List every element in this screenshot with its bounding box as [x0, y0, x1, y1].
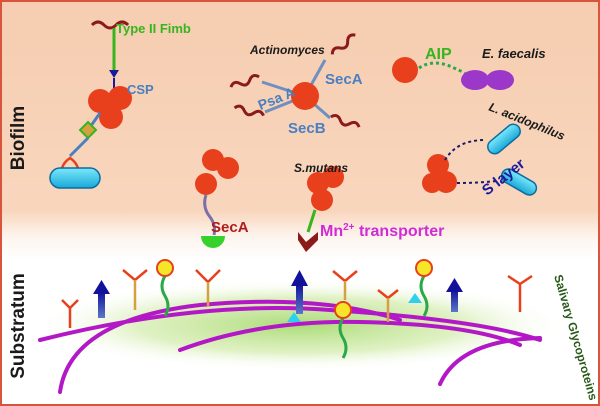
slayer-cluster: [422, 123, 538, 196]
receptor-y-4: [332, 270, 358, 300]
label-secb: SecB: [288, 120, 326, 137]
label-smutans: S.mutans: [294, 161, 348, 175]
triangle-1: [287, 312, 301, 322]
label-seca-mid: SecA: [211, 219, 249, 236]
glycoprotein-2: [334, 301, 352, 359]
smutans-cluster: [298, 166, 344, 252]
label-csp: CSP: [127, 82, 154, 97]
receptor-y-1: [61, 299, 79, 328]
actinomyces-cluster: [229, 33, 361, 128]
region-label-biofilm: Biofilm: [8, 106, 29, 170]
transport-arrow-3: [446, 278, 463, 312]
transport-arrow-2: [291, 270, 308, 314]
label-efaecalis: E. faecalis: [482, 46, 546, 61]
label-seca-top: SecA: [325, 71, 363, 88]
triangle-2: [408, 293, 422, 303]
receptor-y-5: [377, 289, 399, 322]
label-aip: AIP: [425, 46, 452, 63]
glycoprotein-3: [415, 259, 433, 317]
receptor-y-2: [122, 269, 148, 310]
aip-cluster: [392, 57, 514, 90]
label-mn-transporter: Mn2+ transporter: [320, 222, 444, 240]
transport-arrow-1: [93, 280, 110, 318]
glycoprotein-1: [156, 259, 174, 317]
receptor-y-3: [195, 269, 221, 306]
label-type2-fimb: Type II Fimb: [116, 21, 191, 36]
receptor-y-6: [507, 274, 533, 312]
region-label-substratum: Substratum: [8, 273, 29, 379]
seca-cluster: [195, 149, 239, 248]
fimb-cluster: [49, 20, 132, 189]
label-actinomyces: Actinomyces: [249, 43, 325, 57]
